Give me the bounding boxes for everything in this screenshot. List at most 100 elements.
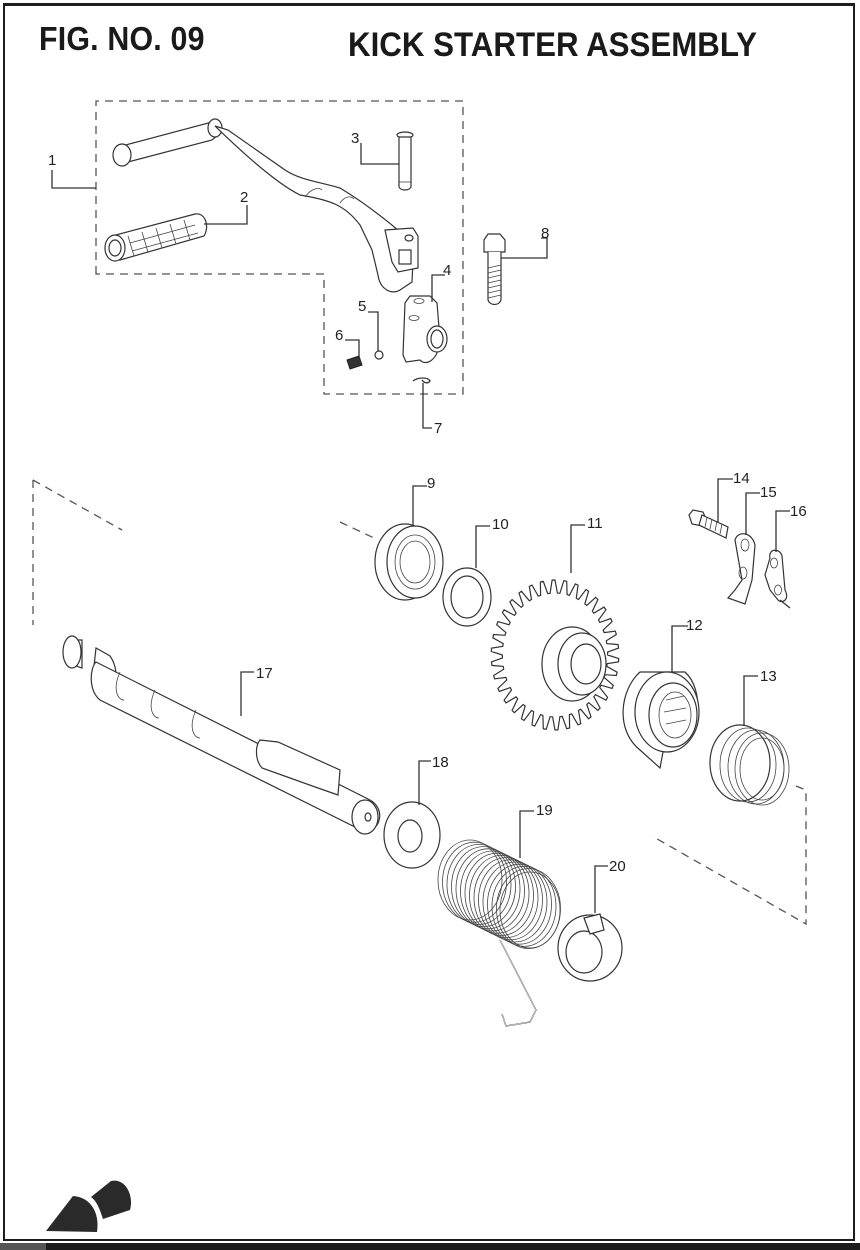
callout-kick-arm-boss[interactable]: 4	[431, 262, 451, 302]
callout-number: 9	[427, 475, 435, 492]
brand-logo	[46, 1180, 132, 1232]
callout-spring[interactable]: 6	[335, 327, 360, 356]
callout-leader-line	[360, 143, 399, 165]
callout-number: 17	[256, 665, 273, 682]
part-ratchet-spring[interactable]	[709, 724, 790, 806]
callout-number: 7	[434, 420, 442, 437]
callout-steel-ball[interactable]: 5	[358, 298, 379, 351]
callout-kick-rubber-grip[interactable]: 2	[204, 189, 248, 225]
callout-number: 10	[492, 516, 509, 533]
part-flange-bolt[interactable]	[688, 509, 729, 539]
callout-leader-line	[501, 237, 548, 259]
spring-coil	[491, 866, 557, 947]
part-kick-arm-boss[interactable]	[402, 295, 448, 364]
callout-number: 16	[790, 503, 807, 520]
figure-number: FIG. NO. 09	[39, 20, 205, 57]
callout-kick-arm-assembly[interactable]: 1	[48, 152, 96, 189]
part-ratchet-guide-plate[interactable]	[726, 533, 756, 605]
part-washer[interactable]	[442, 567, 492, 627]
part-spring-collar[interactable]	[557, 913, 623, 982]
callout-pivot-pin[interactable]: 3	[351, 130, 399, 165]
callout-leader-line	[717, 478, 733, 522]
figure-title: KICK STARTER ASSEMBLY	[348, 26, 757, 64]
part-kick-arm[interactable]	[112, 118, 419, 293]
spring-coil	[478, 859, 543, 941]
callout-leader-line	[775, 510, 790, 552]
window-bottom-bar	[0, 1243, 860, 1250]
part-kick-starter-spindle[interactable]	[62, 635, 381, 835]
callout-leader-line	[431, 274, 445, 302]
callout-leader-line	[745, 492, 760, 535]
callout-number: 18	[432, 754, 449, 771]
callout-number: 1	[48, 152, 56, 169]
callout-number: 14	[733, 470, 750, 487]
callout-number: 5	[358, 298, 366, 315]
callout-leader-line	[570, 524, 585, 573]
callout-bolt[interactable]: 8	[501, 225, 549, 259]
part-return-spring[interactable]	[437, 839, 561, 1027]
callout-leader-line	[594, 865, 608, 913]
spring-coil	[460, 850, 525, 932]
callout-number: 15	[760, 484, 777, 501]
callout-number: 3	[351, 130, 359, 147]
callout-leader-line	[475, 525, 490, 568]
callout-leader-line	[743, 675, 758, 726]
seal-axis-line	[339, 521, 375, 539]
part-bolt[interactable]	[483, 233, 506, 306]
part-oil-seal[interactable]	[374, 523, 444, 601]
callout-number: 12	[686, 617, 703, 634]
callout-number: 13	[760, 668, 777, 685]
callout-thrust-washer[interactable]: 18	[418, 754, 449, 805]
spring-coil	[455, 848, 521, 930]
assembly-group-outline	[95, 100, 464, 395]
callout-leader-line	[240, 671, 254, 716]
callout-number: 11	[587, 515, 603, 532]
spring-coil	[473, 857, 539, 938]
callout-number: 20	[609, 858, 626, 875]
callout-number: 8	[541, 225, 549, 242]
part-gasket-plate[interactable]	[764, 549, 791, 609]
callout-leader-line	[368, 311, 379, 351]
callout-return-spring[interactable]: 19	[519, 802, 553, 858]
callout-leader-line	[412, 485, 427, 526]
callout-kick-starter-spindle[interactable]: 17	[240, 665, 273, 716]
part-small-spring[interactable]	[346, 355, 363, 370]
spindle-axis-line-right	[651, 785, 807, 926]
callout-leader-line	[51, 170, 96, 189]
part-pivot-pin[interactable]	[396, 131, 414, 191]
scrollbar-thumb[interactable]	[0, 1243, 46, 1250]
part-steel-ball[interactable]	[374, 350, 384, 360]
callout-oil-seal[interactable]: 9	[412, 475, 435, 526]
callout-flange-bolt[interactable]: 14	[717, 470, 750, 522]
spring-coil-inner	[499, 871, 561, 949]
part-thrust-washer[interactable]	[383, 801, 441, 869]
callout-leader-line	[418, 760, 431, 805]
callout-kick-starter-gear[interactable]: 11	[570, 515, 603, 573]
callout-leader-line	[422, 383, 432, 429]
diagram-page: FIG. NO. 09 KICK STARTER ASSEMBLY	[3, 3, 855, 1241]
spindle-axis-line	[32, 479, 123, 625]
callout-number: 6	[335, 327, 343, 344]
callout-circlip[interactable]: 7	[422, 383, 442, 437]
callout-number: 4	[443, 262, 451, 279]
spring-coil	[446, 844, 512, 925]
spring-coil	[496, 868, 561, 949]
part-kick-starter-gear[interactable]	[490, 579, 620, 731]
callout-leader-line	[671, 625, 688, 672]
callout-leader-line	[519, 810, 534, 858]
callout-ratchet-guide-plate[interactable]: 15	[745, 484, 777, 535]
callout-ratchet-spring[interactable]: 13	[743, 668, 777, 726]
spring-coil	[464, 852, 530, 934]
part-kick-grip[interactable]	[104, 213, 208, 262]
callout-gasket-plate[interactable]: 16	[775, 503, 807, 552]
part-circlip[interactable]	[412, 377, 431, 384]
callout-ratchet[interactable]: 12	[671, 617, 703, 672]
callout-number: 19	[536, 802, 553, 819]
callout-washer[interactable]: 10	[475, 516, 509, 568]
callout-number: 2	[240, 189, 248, 206]
callout-spring-collar[interactable]: 20	[594, 858, 626, 913]
spring-coil	[482, 861, 548, 943]
callout-leader-line	[345, 339, 360, 356]
part-ratchet[interactable]	[622, 671, 700, 770]
